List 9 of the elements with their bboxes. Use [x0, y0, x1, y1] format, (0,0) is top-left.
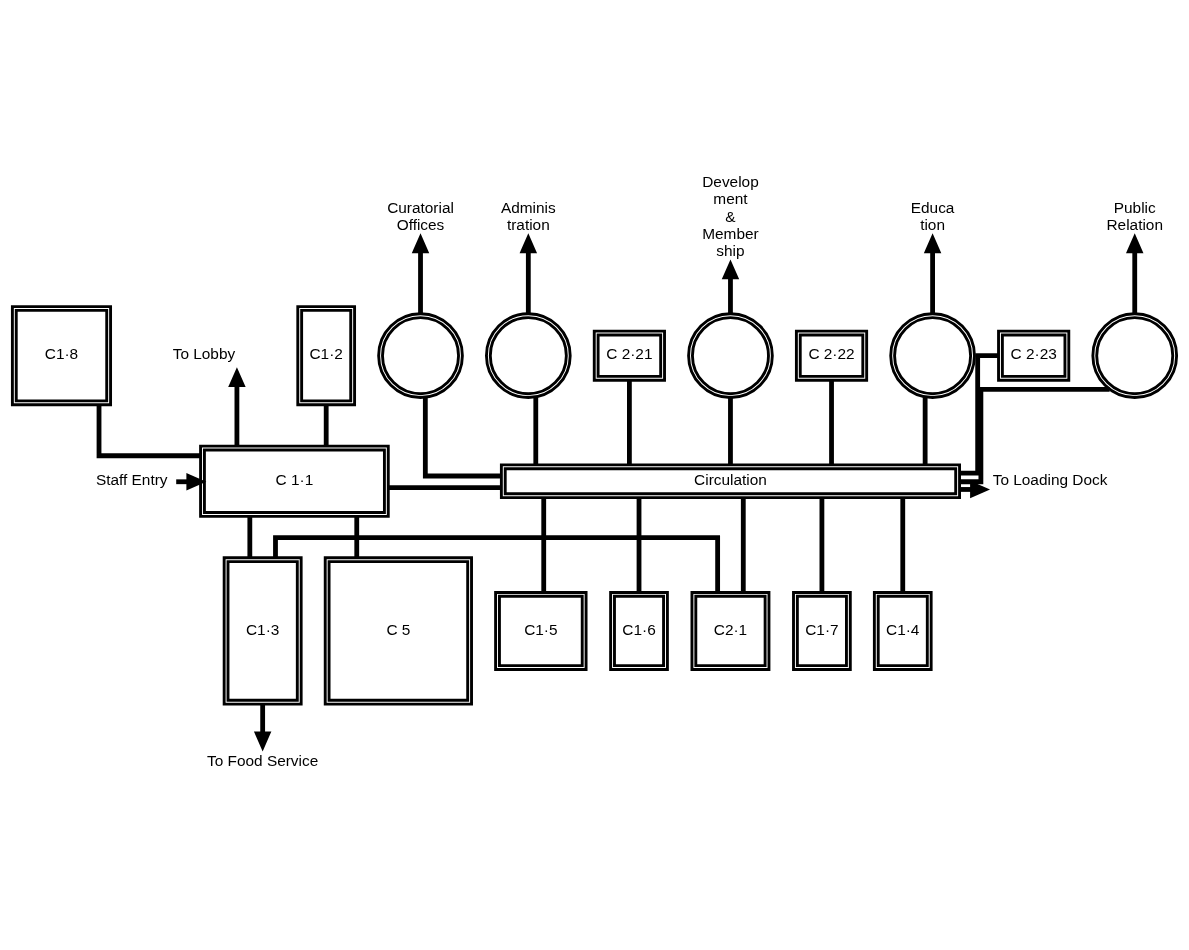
- node-text: Public Relation: [1106, 198, 1163, 233]
- node-text: Educa tion: [910, 198, 955, 233]
- node-text: To Food Service: [207, 751, 319, 769]
- node-text: Develop ment & Member ship: [702, 172, 759, 259]
- node-text: To Lobby: [172, 344, 236, 362]
- node-text: Adminis tration: [500, 198, 556, 233]
- node-text: To Loading Dock: [992, 470, 1108, 488]
- node-text: Curatorial Offices: [387, 198, 454, 233]
- node-text: Staff Entry: [95, 470, 168, 488]
